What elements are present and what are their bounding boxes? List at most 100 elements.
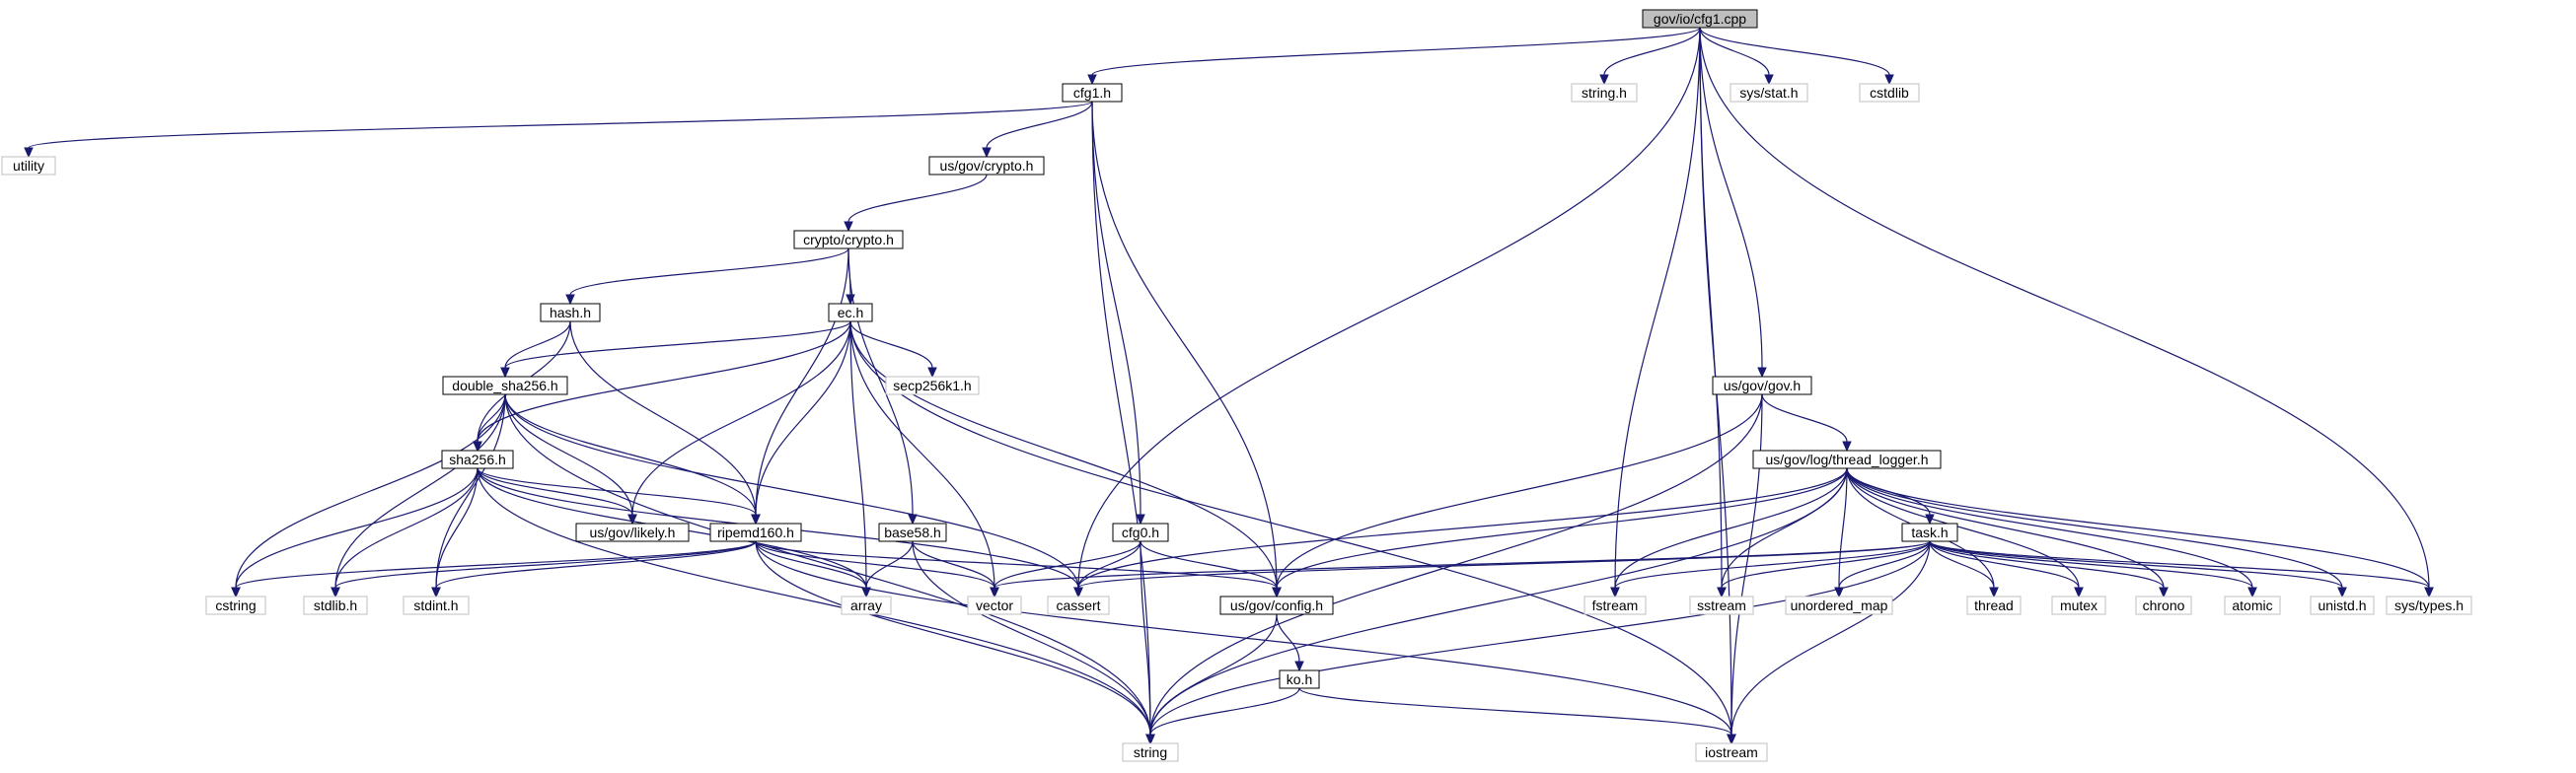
node-ripemd160-h[interactable]: ripemd160.h	[709, 523, 802, 542]
edge-line	[504, 320, 571, 369]
edge-line	[1091, 101, 1141, 516]
node-label: double_sha256.h	[452, 378, 557, 393]
node-us-gov-likely-h[interactable]: us/gov/likely.h	[575, 523, 690, 542]
node-us-gov-crypto-h[interactable]: us/gov/crypto.h	[928, 156, 1045, 176]
edge-line	[755, 540, 867, 589]
edge-line	[435, 467, 478, 589]
edge-line	[477, 467, 633, 516]
edge-line	[1929, 540, 2080, 589]
node-label: sstream	[1697, 597, 1746, 613]
node-string: string	[1122, 742, 1179, 762]
edge-ko_h-to-iostream	[1298, 687, 1736, 745]
node-label: utility	[13, 158, 44, 174]
node-sstream: sstream	[1689, 596, 1754, 615]
node-box	[1785, 596, 1893, 615]
node-mutex: mutex	[2051, 596, 2106, 615]
edge-line	[849, 320, 933, 369]
node-box	[403, 596, 470, 615]
node-label: cstdlib	[1870, 85, 1909, 101]
edge-ripemd160_h-to-us_gov_config_h	[755, 540, 1282, 598]
edge-crypto_crypto_h-to-hash_h	[565, 247, 849, 306]
edge-task_h-to-thread	[1929, 540, 1999, 598]
edge-line	[847, 174, 988, 223]
node-cfg1-cpp[interactable]: gov/io/cfg1.cpp	[1642, 9, 1758, 29]
edge-line	[1929, 540, 2165, 589]
node-cfg0-h[interactable]: cfg0.h	[1112, 523, 1169, 542]
edge-line	[755, 540, 1151, 736]
node-hash-h[interactable]: hash.h	[540, 303, 601, 322]
node-cfg1-h[interactable]: cfg1.h	[1062, 83, 1123, 103]
edge-us_gov_gov_h-to-iostream	[1727, 393, 1763, 745]
edges-layer	[24, 27, 2434, 745]
node-box	[1966, 596, 2022, 615]
node-box	[441, 450, 514, 469]
edge-line	[569, 247, 849, 296]
node-iostream: iostream	[1695, 742, 1768, 762]
arrowhead-icon	[565, 294, 575, 306]
edge-line	[334, 540, 757, 589]
edge-cfg1_cpp-to-fstream	[1610, 27, 1701, 598]
node-ec-h[interactable]: ec.h	[828, 303, 873, 322]
edge-us_gov_crypto_h-to-crypto_crypto_h	[844, 174, 988, 233]
arrowhead-icon	[1294, 661, 1304, 672]
node-label: hash.h	[550, 305, 591, 320]
edge-cfg1_h-to-us_gov_crypto_h	[982, 101, 1093, 159]
node-sha256-h[interactable]: sha256.h	[441, 450, 514, 469]
edge-cfg1_cpp-to-cfg1_h	[1087, 27, 1701, 86]
edge-task_h-to-sys_types_h	[1929, 540, 2434, 598]
node-label: mutex	[2060, 597, 2098, 613]
edge-line	[1091, 101, 1151, 736]
edge-line	[334, 467, 478, 589]
node-box	[928, 156, 1045, 176]
edge-ripemd160_h-to-stdlib_h	[331, 540, 757, 598]
edge-ripemd160_h-to-cstring	[231, 540, 757, 598]
node-task-h[interactable]: task.h	[1901, 523, 1958, 542]
node-box	[2386, 596, 2472, 615]
edge-cfg1_cpp-to-cassert	[1073, 27, 1701, 598]
arrowhead-icon	[331, 587, 340, 598]
edge-line	[1730, 393, 1763, 736]
arrowhead-icon	[751, 514, 761, 526]
node-box	[1062, 83, 1123, 103]
edge-line	[477, 467, 1151, 736]
edge-double_sha256_h-to-stdlib_h	[331, 393, 506, 598]
node-label: ko.h	[1287, 671, 1312, 687]
arrowhead-icon	[231, 587, 241, 598]
node-us-gov-config-h[interactable]: us/gov/config.h	[1219, 596, 1334, 615]
node-label: us/gov/log/thread_logger.h	[1765, 452, 1928, 467]
node-cstring: cstring	[205, 596, 266, 615]
node-crypto-crypto-h[interactable]: crypto/crypto.h	[793, 230, 904, 249]
edge-line	[986, 101, 1093, 149]
edge-line	[849, 320, 867, 589]
node-label: crypto/crypto.h	[803, 232, 894, 247]
node-box	[2135, 596, 2192, 615]
node-double-sha256-h[interactable]: double_sha256.h	[442, 376, 568, 395]
edge-line	[504, 320, 851, 369]
node-label: us/gov/config.h	[1230, 597, 1323, 613]
node-label: thread	[1974, 597, 2014, 613]
node-label: cassert	[1056, 597, 1100, 613]
node-base58-h[interactable]: base58.h	[878, 523, 947, 542]
node-label: gov/io/cfg1.cpp	[1654, 11, 1746, 27]
edge-task_h-to-atomic	[1929, 540, 2257, 598]
node-box	[1, 156, 56, 176]
node-box	[709, 523, 802, 542]
edge-task_h-to-chrono	[1929, 540, 2169, 598]
edge-line	[1614, 540, 1931, 589]
node-label: sys/types.h	[2394, 597, 2464, 613]
node-label: sys/stat.h	[1739, 85, 1798, 101]
arrowhead-icon	[473, 441, 482, 453]
edge-line	[1846, 467, 2430, 589]
edge-line	[1699, 27, 1890, 76]
edge-us_gov_gov_h-to-string	[1145, 393, 1763, 745]
node-us-gov-gov-h[interactable]: us/gov/gov.h	[1712, 376, 1812, 395]
edge-line	[1761, 393, 1848, 443]
edge-crypto_crypto_h-to-ripemd160_h	[751, 247, 849, 526]
node-thread-logger-h[interactable]: us/gov/log/thread_logger.h	[1752, 450, 1942, 469]
arrowhead-icon	[1989, 587, 1999, 598]
node-string-h: string.h	[1571, 83, 1638, 103]
node-ko-h[interactable]: ko.h	[1279, 669, 1320, 689]
node-cstdlib: cstdlib	[1859, 83, 1920, 103]
arrowhead-icon	[844, 221, 853, 233]
edge-line	[435, 393, 506, 589]
